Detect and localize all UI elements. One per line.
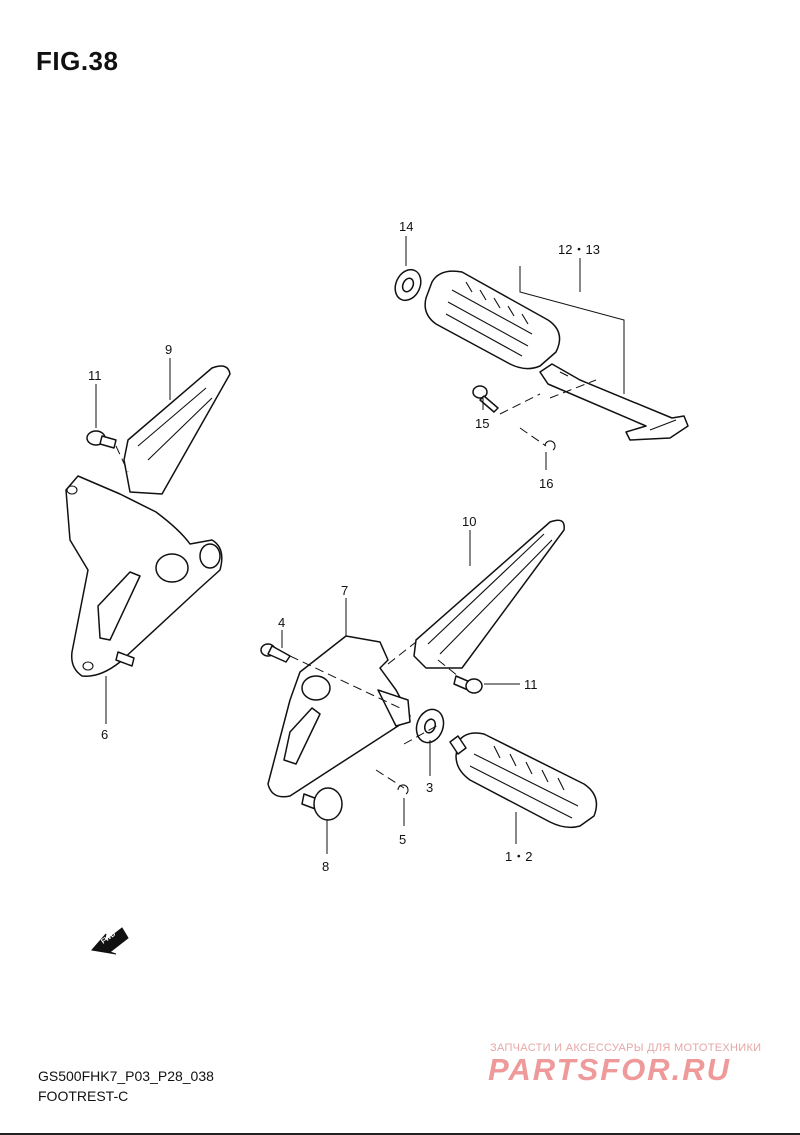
- bottom-border: [0, 1133, 800, 1135]
- part-5-clip: [397, 784, 409, 795]
- part-10-heel-guard: [413, 519, 565, 669]
- callout-3: 3: [426, 780, 433, 795]
- part-7-footrest-bracket: [267, 635, 411, 798]
- figure-title: FIG.38: [36, 46, 119, 76]
- callout-9: 9: [165, 342, 172, 357]
- callout-5: 5: [399, 832, 406, 847]
- callout-1-2: 1・2: [505, 849, 532, 864]
- callout-8: 8: [322, 859, 329, 874]
- leader-lines: [95, 236, 625, 854]
- callout-11-upper: 11: [88, 368, 102, 383]
- fwd-arrow-icon: [91, 927, 129, 955]
- watermark-brand: PARTSFOR.RU: [488, 1052, 732, 1087]
- part-rear-footpeg-bracket: [539, 363, 689, 441]
- assembly-dashed-lines: [115, 379, 597, 789]
- part-4-pin: [260, 643, 291, 663]
- part-14-washer: [394, 268, 422, 302]
- callout-4: 4: [278, 615, 285, 630]
- watermark-tagline: ЗАПЧАСТИ И АКСЕССУАРЫ ДЛЯ МОТОТЕХНИКИ: [490, 1042, 762, 1054]
- callout-11-lower: 11: [524, 677, 538, 692]
- part-11-bolt-upper: [86, 430, 117, 449]
- part-8-bolt: [301, 787, 343, 821]
- callout-7: 7: [341, 583, 348, 598]
- callout-6: 6: [101, 727, 108, 742]
- part-3-washer: [415, 708, 445, 744]
- part-12-13-footpeg-rubber: [424, 270, 561, 370]
- part-11-bolt-lower: [453, 675, 483, 694]
- callout-14: 14: [399, 219, 413, 234]
- part-16-clip: [544, 440, 556, 451]
- model-code: GS500FHK7_P03_P28_038: [38, 1068, 214, 1084]
- part-6-footrest-bracket: [65, 475, 223, 677]
- callout-15: 15: [475, 416, 489, 431]
- part-9-heel-guard: [123, 365, 231, 495]
- part-1-2-footpeg-rubber: [449, 732, 598, 829]
- section-name: FOOTREST-C: [38, 1088, 129, 1104]
- callout-16: 16: [539, 476, 553, 491]
- callout-10: 10: [462, 514, 476, 529]
- callout-12-13: 12・13: [558, 242, 600, 257]
- part-15-pin: [472, 385, 499, 413]
